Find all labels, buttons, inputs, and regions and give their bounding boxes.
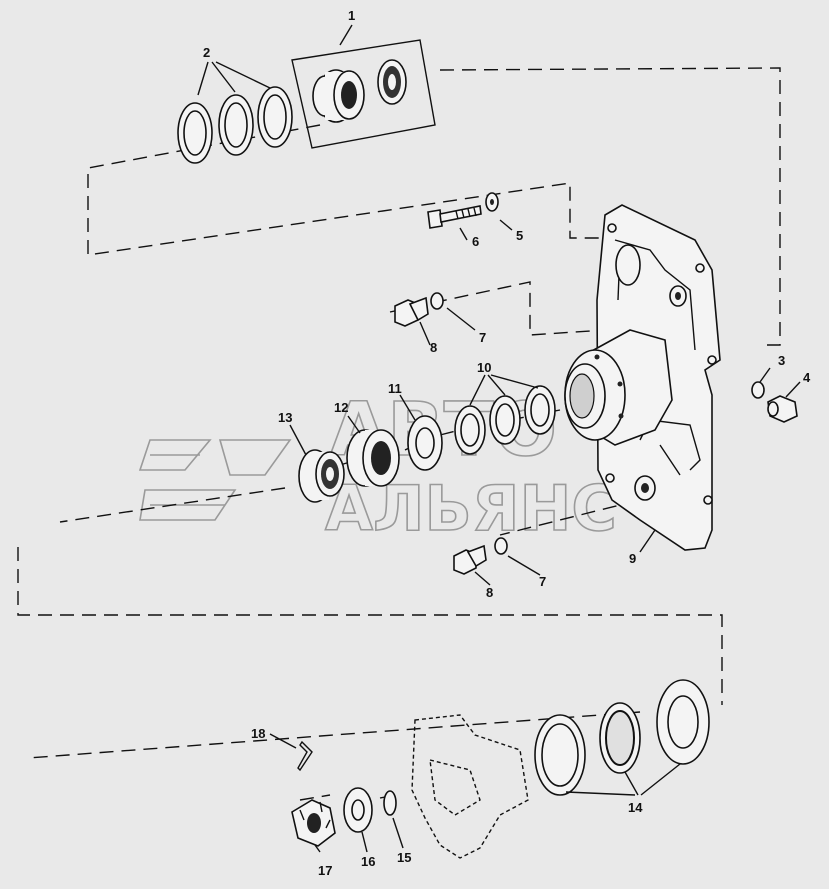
part-4-plug <box>767 395 798 423</box>
part-13-bearing-cone <box>298 449 345 503</box>
callout-9: 9 <box>629 551 636 566</box>
callout-16: 16 <box>361 854 375 869</box>
yoke-outline <box>411 714 529 859</box>
part-15-oring <box>383 790 397 816</box>
part-7-oring-upper <box>430 292 444 310</box>
part-12-bearing-cup <box>346 429 400 487</box>
part-17-castle-nut <box>291 799 336 847</box>
part-16-washer <box>343 787 373 833</box>
part-11-washer <box>407 415 443 471</box>
callouts: 1 2 3 4 5 6 7 7 8 8 9 10 11 12 13 14 15 … <box>203 8 811 878</box>
callout-8-lower: 8 <box>486 585 493 600</box>
part-7-oring-lower <box>494 537 508 555</box>
part-8-plug-lower <box>453 544 487 575</box>
callout-12: 12 <box>334 400 348 415</box>
callout-13: 13 <box>278 410 292 425</box>
part-6-bolt <box>427 205 482 229</box>
part-9-housing <box>564 204 721 551</box>
callout-14: 14 <box>628 800 643 815</box>
part-18-cotter-pin <box>297 740 313 772</box>
callout-17: 17 <box>318 863 332 878</box>
part-1-bearing-set <box>291 39 436 149</box>
leader-lines <box>197 24 801 853</box>
part-14-seals <box>534 679 710 796</box>
callout-4: 4 <box>803 370 811 385</box>
callout-6: 6 <box>472 234 479 249</box>
callout-8-upper: 8 <box>430 340 437 355</box>
callout-7-lower: 7 <box>539 574 546 589</box>
part-3-oring <box>751 381 765 399</box>
watermark-logo <box>138 439 292 521</box>
callout-11: 11 <box>388 381 402 396</box>
callout-10: 10 <box>477 360 491 375</box>
callout-5: 5 <box>516 228 523 243</box>
callout-3: 3 <box>778 353 785 368</box>
callout-18: 18 <box>251 726 265 741</box>
callout-7-upper: 7 <box>479 330 486 345</box>
part-2-shims <box>177 86 293 164</box>
part-8-plug-upper <box>394 296 429 327</box>
callout-15: 15 <box>397 850 411 865</box>
part-5-washer <box>485 192 499 212</box>
callout-1: 1 <box>348 8 355 23</box>
part-10-seals <box>454 385 556 455</box>
callout-2: 2 <box>203 45 210 60</box>
